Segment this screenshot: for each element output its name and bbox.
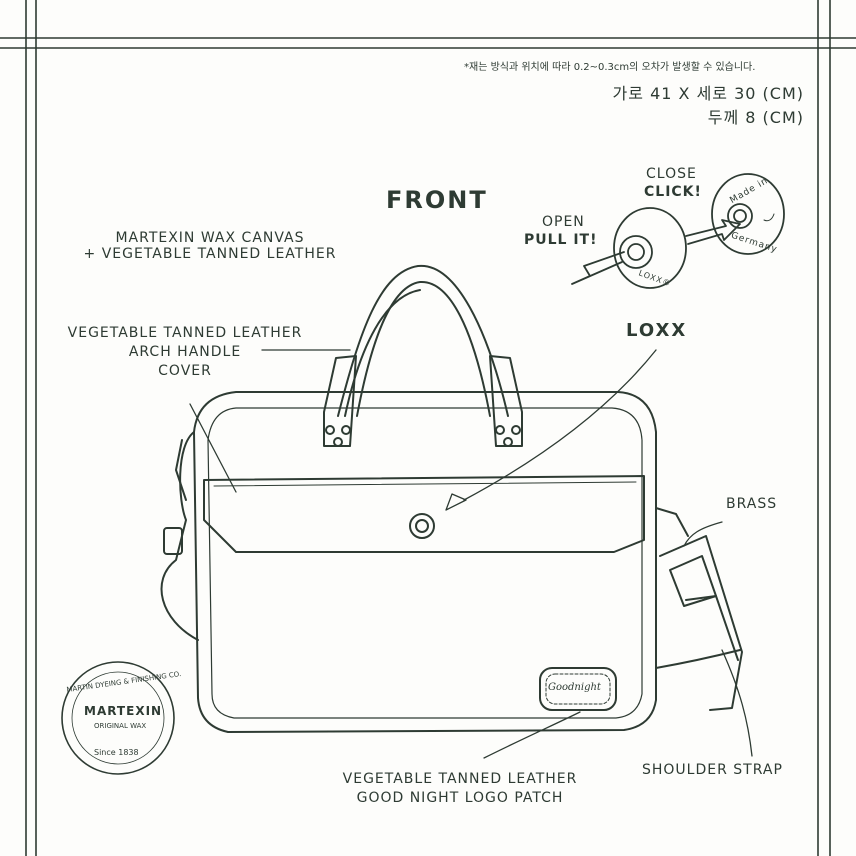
logo-patch-line-1: VEGETABLE TANNED LEATHER xyxy=(342,771,578,787)
loxx-button xyxy=(409,513,435,539)
dimension-width-height: 가로 41 X 세로 30 (CM) xyxy=(612,84,804,103)
handle-cover-line-1: VEGETABLE TANNED LEATHER xyxy=(67,325,303,341)
logo-patch-line-2: GOOD NIGHT LOGO PATCH xyxy=(356,790,564,806)
pull-label: PULL IT! xyxy=(524,232,598,248)
logo-patch-callout: VEGETABLE TANNED LEATHER GOOD NIGHT LOGO… xyxy=(320,770,600,808)
handle-cover-line-3: COVER xyxy=(158,363,212,379)
view-title: FRONT xyxy=(386,186,488,214)
measurement-note: *재는 방식과 위치에 따라 0.2~0.3cm의 오차가 발생할 수 있습니다… xyxy=(464,62,756,73)
brass-label: BRASS xyxy=(726,496,778,512)
loxx-closure-detail xyxy=(571,173,785,289)
material-line-1: MARTEXIN WAX CANVAS xyxy=(115,230,305,246)
dimension-depth: 두께 8 (CM) xyxy=(707,108,804,127)
loxx-label: LOXX xyxy=(626,320,688,341)
material-callout: MARTEXIN WAX CANVAS + VEGETABLE TANNED L… xyxy=(50,230,370,262)
martexin-seal-drawing xyxy=(61,661,175,775)
arch-handles xyxy=(323,264,523,447)
shoulder-strap-label: SHOULDER STRAP xyxy=(642,762,783,778)
handle-cover-line-2: ARCH HANDLE xyxy=(128,344,242,360)
seal-sub: ORIGINAL WAX xyxy=(94,722,147,730)
seal-arc-bottom: Since 1838 xyxy=(94,748,139,757)
handle-cover-callout: VEGETABLE TANNED LEATHER ARCH HANDLE COV… xyxy=(50,324,320,381)
close-label: CLOSE xyxy=(646,166,697,182)
material-line-2: + VEGETABLE TANNED LEATHER xyxy=(83,246,337,262)
click-label: CLICK! xyxy=(644,184,702,200)
shoulder-strap xyxy=(655,535,743,711)
logo-patch-text: Goodnight xyxy=(548,682,601,693)
leader-lines xyxy=(189,349,753,759)
side-clips xyxy=(160,431,689,641)
bag-body xyxy=(193,391,657,733)
logo-patch xyxy=(539,667,617,711)
seal-brand: MARTEXIN xyxy=(84,704,163,718)
open-label: OPEN xyxy=(542,214,585,230)
